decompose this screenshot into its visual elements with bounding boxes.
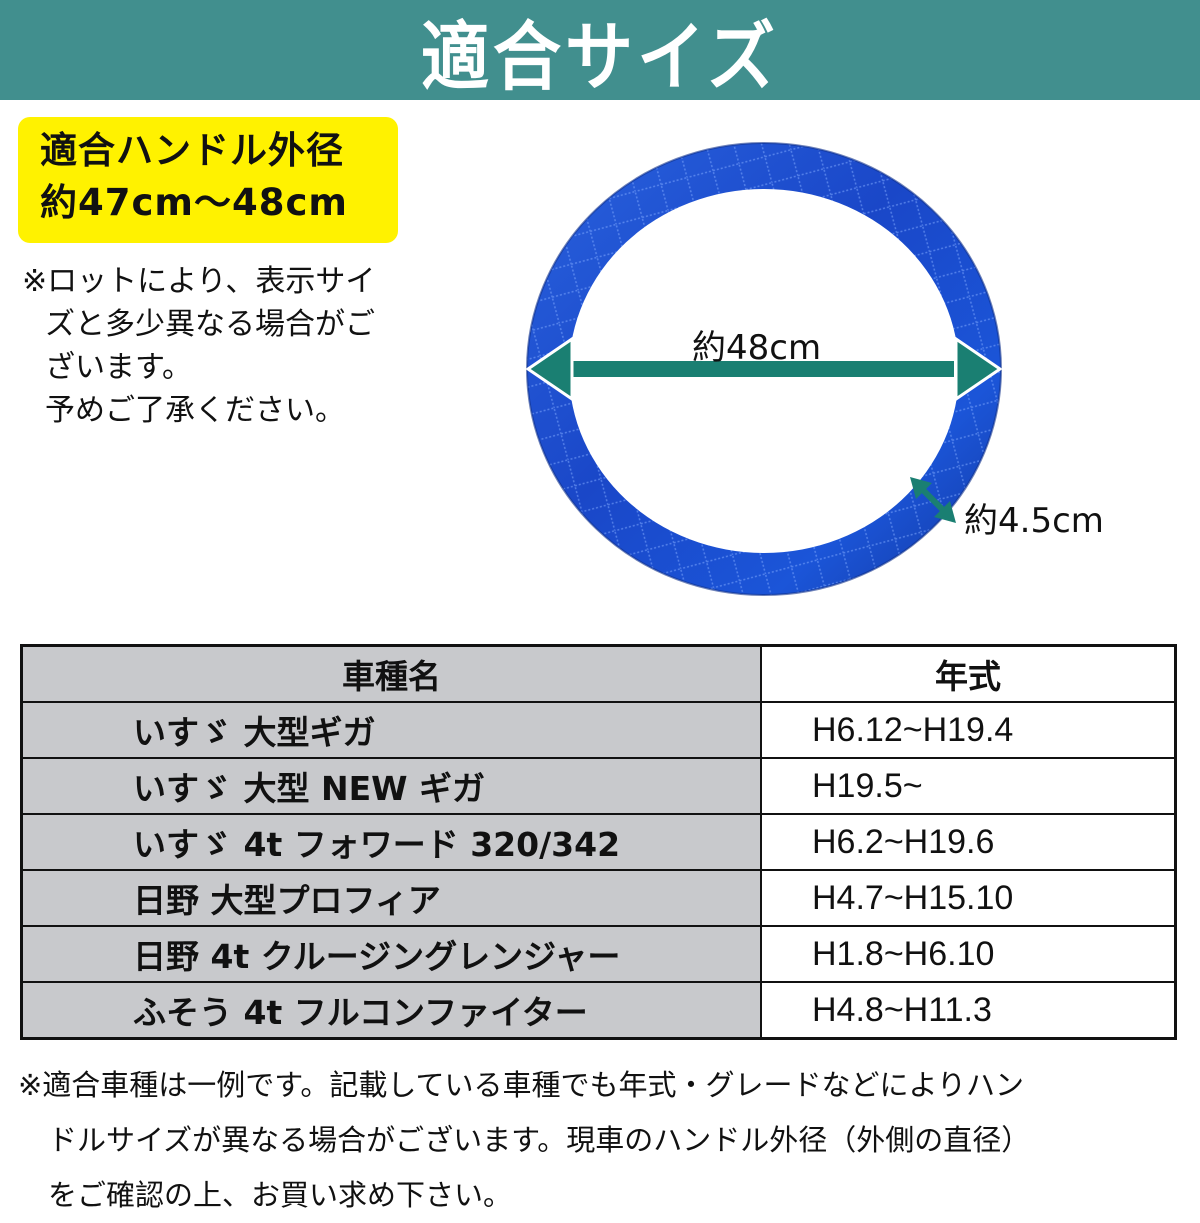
note-line: 予めご了承ください。 xyxy=(45,393,345,428)
diameter-arrow-icon xyxy=(525,336,1003,402)
table-row: ふそう 4t フルコンファイター H4.8~H11.3 xyxy=(20,981,1177,1040)
disclaimer-line: をご確認の上、お買い求め下さい。 xyxy=(48,1178,513,1212)
compatible-vehicles-table: 車種名 年式 いすゞ 大型ギガ H6.12~H19.4 いすゞ 大型 NEW ギ… xyxy=(20,644,1177,1040)
page-title: 適合サイズ xyxy=(421,14,779,102)
note-line: ※ロットにより、表示サイ xyxy=(22,264,376,299)
lot-variation-note: ※ロットにより、表示サイ ズと多少異なる場合がご ざいます。 予めご了承ください… xyxy=(22,260,422,432)
fit-diameter-heading: 適合ハンドル外径 xyxy=(40,129,344,172)
vehicle-name: いすゞ 大型ギガ xyxy=(20,701,762,759)
table-row: いすゞ 大型 NEW ギガ H19.5~ xyxy=(20,757,1177,815)
vehicle-name: 日野 4t クルージングレンジャー xyxy=(20,925,762,983)
disclaimer-line: ※適合車種は一例です。記載している車種でも年式・グレードなどによりハン xyxy=(18,1068,1024,1102)
vehicle-name: いすゞ 大型 NEW ギガ xyxy=(20,757,762,815)
model-years: H19.5~ xyxy=(760,757,1177,815)
column-header-year: 年式 xyxy=(760,644,1177,703)
table-row: 日野 大型プロフィア H4.7~H15.10 xyxy=(20,869,1177,927)
table-row: 日野 4t クルージングレンジャー H1.8~H6.10 xyxy=(20,925,1177,983)
model-years: H4.8~H11.3 xyxy=(760,981,1177,1040)
model-years: H6.2~H19.6 xyxy=(760,813,1177,871)
compatibility-disclaimer: ※適合車種は一例です。記載している車種でも年式・グレードなどによりハン ドルサイ… xyxy=(18,1058,1188,1223)
table-row: いすゞ 大型ギガ H6.12~H19.4 xyxy=(20,701,1177,759)
fit-diameter-badge: 適合ハンドル外径 約47cm〜48cm xyxy=(18,117,398,243)
thickness-label: 約4.5cm xyxy=(964,501,1104,541)
steering-cover-image xyxy=(520,125,1010,605)
steering-wheel-cover-illustration xyxy=(520,125,1010,605)
column-header-vehicle: 車種名 xyxy=(20,644,762,703)
diameter-label: 約48cm xyxy=(692,328,822,368)
vehicle-name: 日野 大型プロフィア xyxy=(20,869,762,927)
vehicle-name: いすゞ 4t フォワード 320/342 xyxy=(20,813,762,871)
table-header-row: 車種名 年式 xyxy=(20,644,1177,703)
vehicle-name: ふそう 4t フルコンファイター xyxy=(20,981,762,1040)
note-line: ズと多少異なる場合がご xyxy=(45,307,375,342)
disclaimer-line: ドルサイズが異なる場合がございます。現車のハンドル外径（外側の直径） xyxy=(48,1123,1031,1157)
note-line: ざいます。 xyxy=(45,350,192,385)
title-banner: 適合サイズ xyxy=(0,0,1200,101)
fit-diameter-value: 約47cm〜48cm xyxy=(40,181,348,224)
thickness-arrow-icon xyxy=(910,477,956,523)
model-years: H1.8~H6.10 xyxy=(760,925,1177,983)
model-years: H4.7~H15.10 xyxy=(760,869,1177,927)
model-years: H6.12~H19.4 xyxy=(760,701,1177,759)
table-row: いすゞ 4t フォワード 320/342 H6.2~H19.6 xyxy=(20,813,1177,871)
